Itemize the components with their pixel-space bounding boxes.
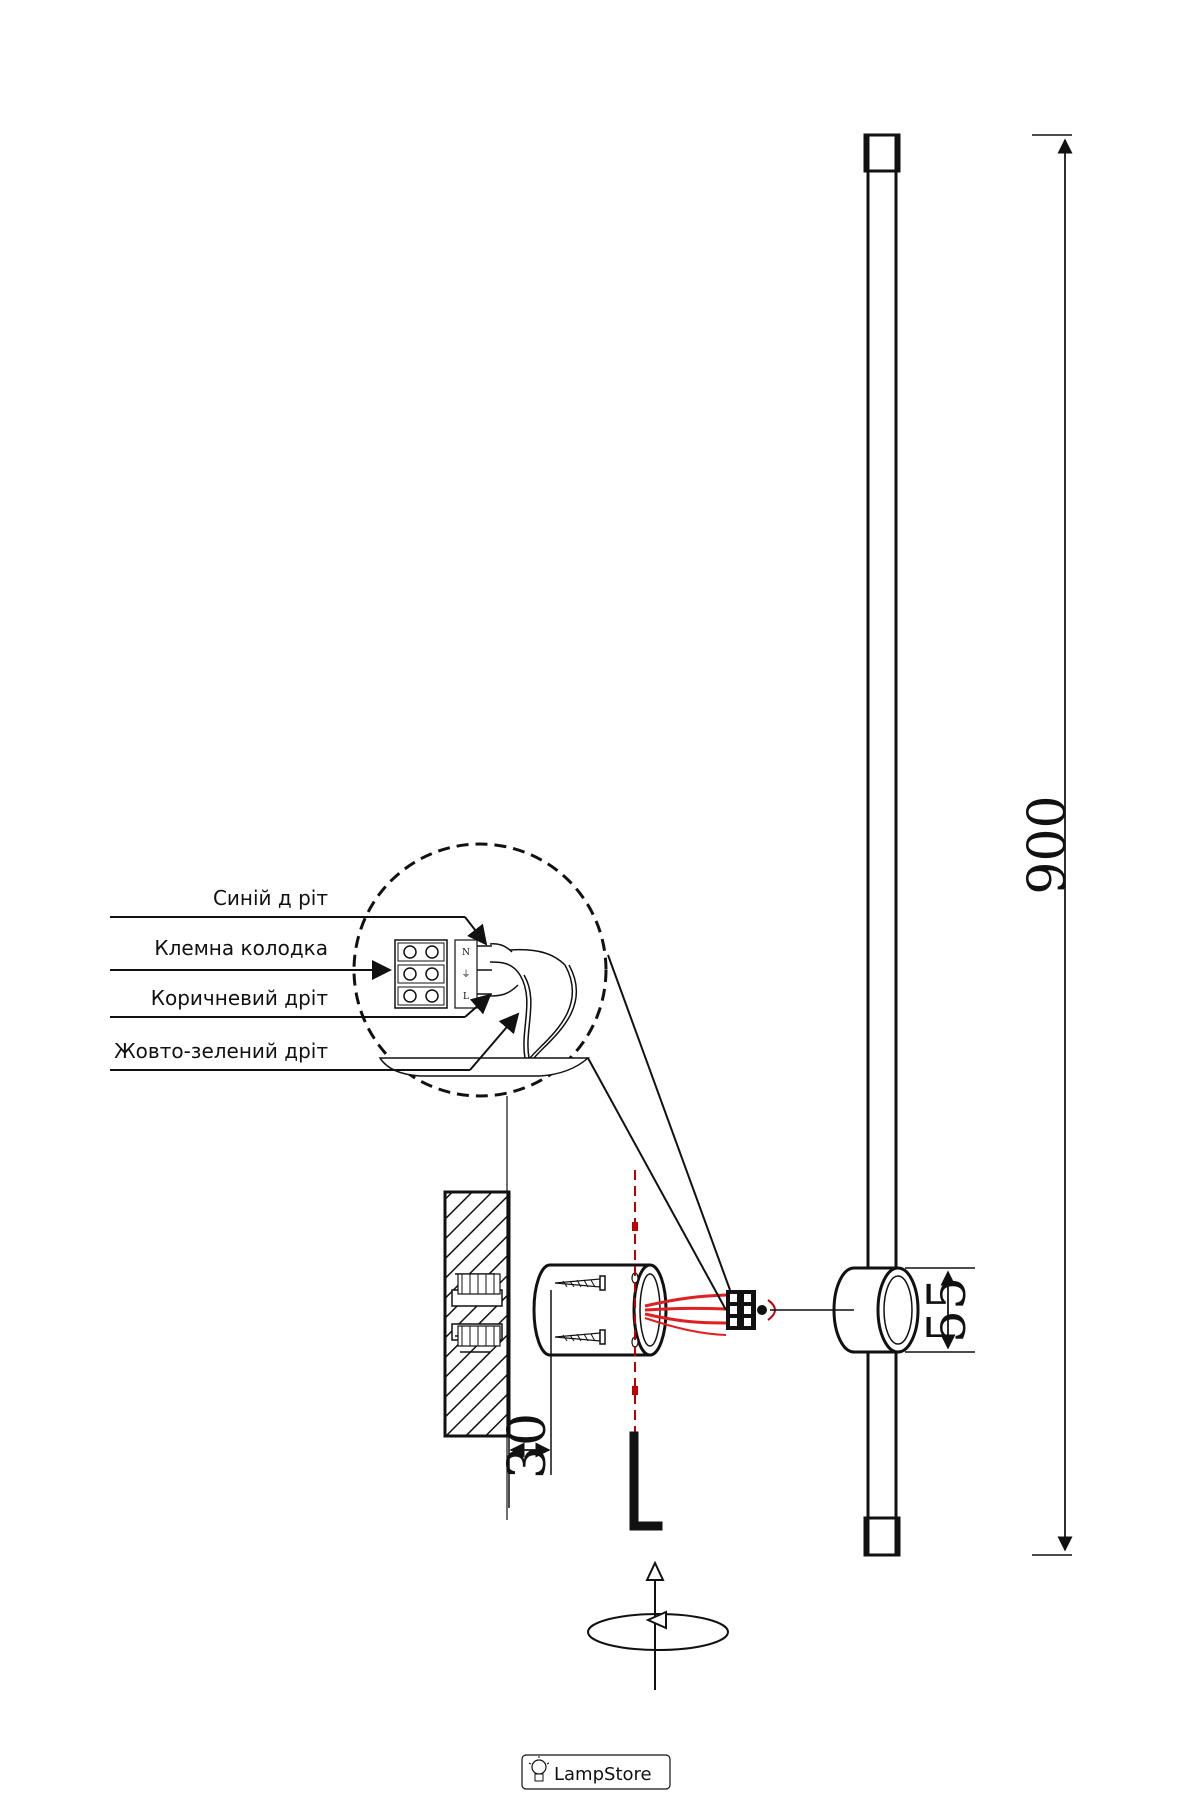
screw-axis-line bbox=[632, 1170, 638, 1440]
dimension-900: 900 bbox=[1018, 134, 1078, 1556]
rotation-arrow-icon bbox=[587, 1560, 729, 1690]
callout-brown-wire: Коричневий дріт bbox=[110, 986, 492, 1018]
dimension-30-label: 30 bbox=[498, 1413, 558, 1479]
callout-blue-wire-label: Синій д ріт bbox=[213, 886, 328, 910]
wall-section bbox=[443, 1190, 511, 1438]
logo-text: LampStore bbox=[554, 1764, 652, 1785]
terminal-letter-n: N bbox=[462, 948, 470, 958]
small-terminal-block bbox=[726, 1290, 854, 1330]
lampstore-logo: LampStore bbox=[521, 1754, 671, 1790]
callout-blue-wire: Синій д ріт bbox=[110, 886, 488, 946]
red-wires bbox=[644, 1293, 727, 1336]
dimension-55: 55 bbox=[905, 1267, 978, 1353]
lamp-mount bbox=[832, 1266, 920, 1354]
terminal-block: N ⏚ L bbox=[394, 939, 492, 1009]
dimension-30: 30 bbox=[498, 1290, 558, 1508]
terminal-letter-l: L bbox=[463, 992, 469, 1002]
callout-terminal-block-label: Клемна колодка bbox=[154, 936, 328, 960]
bar-top-cap bbox=[863, 133, 901, 173]
wall-dowel-bottom bbox=[457, 1325, 501, 1347]
detail-leader-lines bbox=[506, 954, 731, 1520]
callout-terminal-block: Клемна колодка bbox=[110, 936, 392, 980]
dimension-900-label: 900 bbox=[1018, 795, 1078, 894]
bar-bottom-cap bbox=[863, 1516, 901, 1557]
wall-dowel-top bbox=[457, 1273, 501, 1295]
screw-top bbox=[554, 1275, 606, 1291]
allen-key bbox=[629, 1431, 663, 1531]
lamp-bar bbox=[863, 133, 901, 1557]
screw-bottom bbox=[554, 1329, 606, 1345]
callout-yellow-green-wire-label: Жовто-зелений дріт bbox=[114, 1039, 328, 1063]
terminal-letter-ground: ⏚ bbox=[461, 969, 470, 980]
lightbulb-icon bbox=[528, 1756, 550, 1782]
callout-brown-wire-label: Коричневий дріт bbox=[151, 986, 329, 1010]
dimension-55-label: 55 bbox=[918, 1277, 978, 1343]
callout-yellow-green-wire: Жовто-зелений дріт bbox=[110, 1012, 520, 1071]
